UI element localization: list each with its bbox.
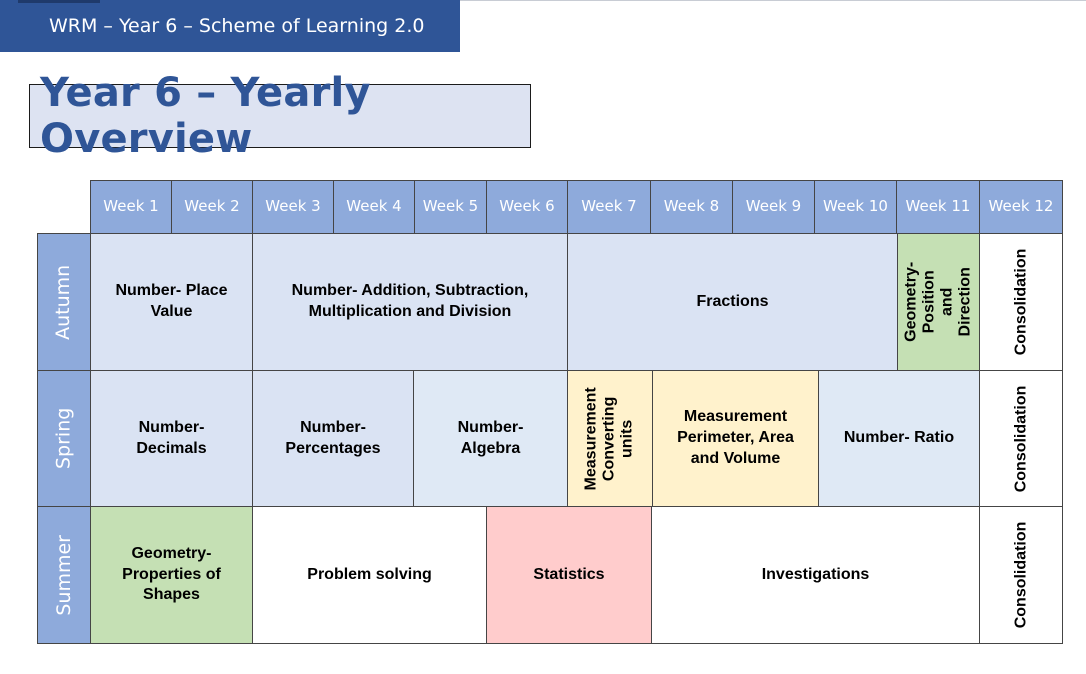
week-header: Week 9 — [732, 180, 815, 234]
block-add-sub-mul-div: Number- Addition, Subtraction, Multiplic… — [252, 233, 568, 371]
page-title: Year 6 – Yearly Overview — [40, 70, 371, 162]
block-consolidation-autumn: Consolidation — [979, 233, 1063, 371]
block-statistics: Statistics — [486, 506, 652, 644]
block-problem-solving: Problem solving — [252, 506, 487, 644]
block-consolidation-spring: Consolidation — [979, 370, 1063, 507]
block-decimals: Number- Decimals — [90, 370, 253, 507]
header-banner: WRM – Year 6 – Scheme of Learning 2.0 — [0, 0, 460, 52]
week-header: Week 7 — [567, 180, 651, 234]
block-ratio: Number- Ratio — [818, 370, 980, 507]
week-header: Week 10 — [814, 180, 897, 234]
banner-tab — [18, 0, 100, 3]
week-header: Week 3 — [252, 180, 334, 234]
block-properties-of-shapes: Geometry- Properties of Shapes — [90, 506, 253, 644]
block-geometry-position: Geometry- Position and Direction — [897, 233, 980, 371]
week-header: Week 4 — [333, 180, 415, 234]
week-header: Week 11 — [896, 180, 980, 234]
term-label-summer: Summer — [37, 506, 91, 644]
term-label-autumn: Autumn — [37, 233, 91, 371]
top-divider — [0, 0, 1086, 1]
week-header: Week 2 — [171, 180, 253, 234]
block-algebra: Number- Algebra — [413, 370, 568, 507]
block-investigations: Investigations — [651, 506, 980, 644]
week-header: Week 6 — [486, 180, 568, 234]
week-header: Week 8 — [650, 180, 733, 234]
week-header: Week 5 — [414, 180, 487, 234]
block-perimeter-area-volume: Measurement Perimeter, Area and Volume — [652, 370, 819, 507]
week-header: Week 12 — [979, 180, 1063, 234]
block-fractions: Fractions — [567, 233, 898, 371]
block-converting-units: Measurement Converting units — [567, 370, 653, 507]
block-consolidation-summer: Consolidation — [979, 506, 1063, 644]
term-label-spring: Spring — [37, 370, 91, 507]
block-percentages: Number- Percentages — [252, 370, 414, 507]
block-place-value: Number- Place Value — [90, 233, 253, 371]
title-box: Year 6 – Yearly Overview — [29, 70, 531, 162]
banner-title: WRM – Year 6 – Scheme of Learning 2.0 — [49, 15, 425, 37]
week-header: Week 1 — [90, 180, 172, 234]
